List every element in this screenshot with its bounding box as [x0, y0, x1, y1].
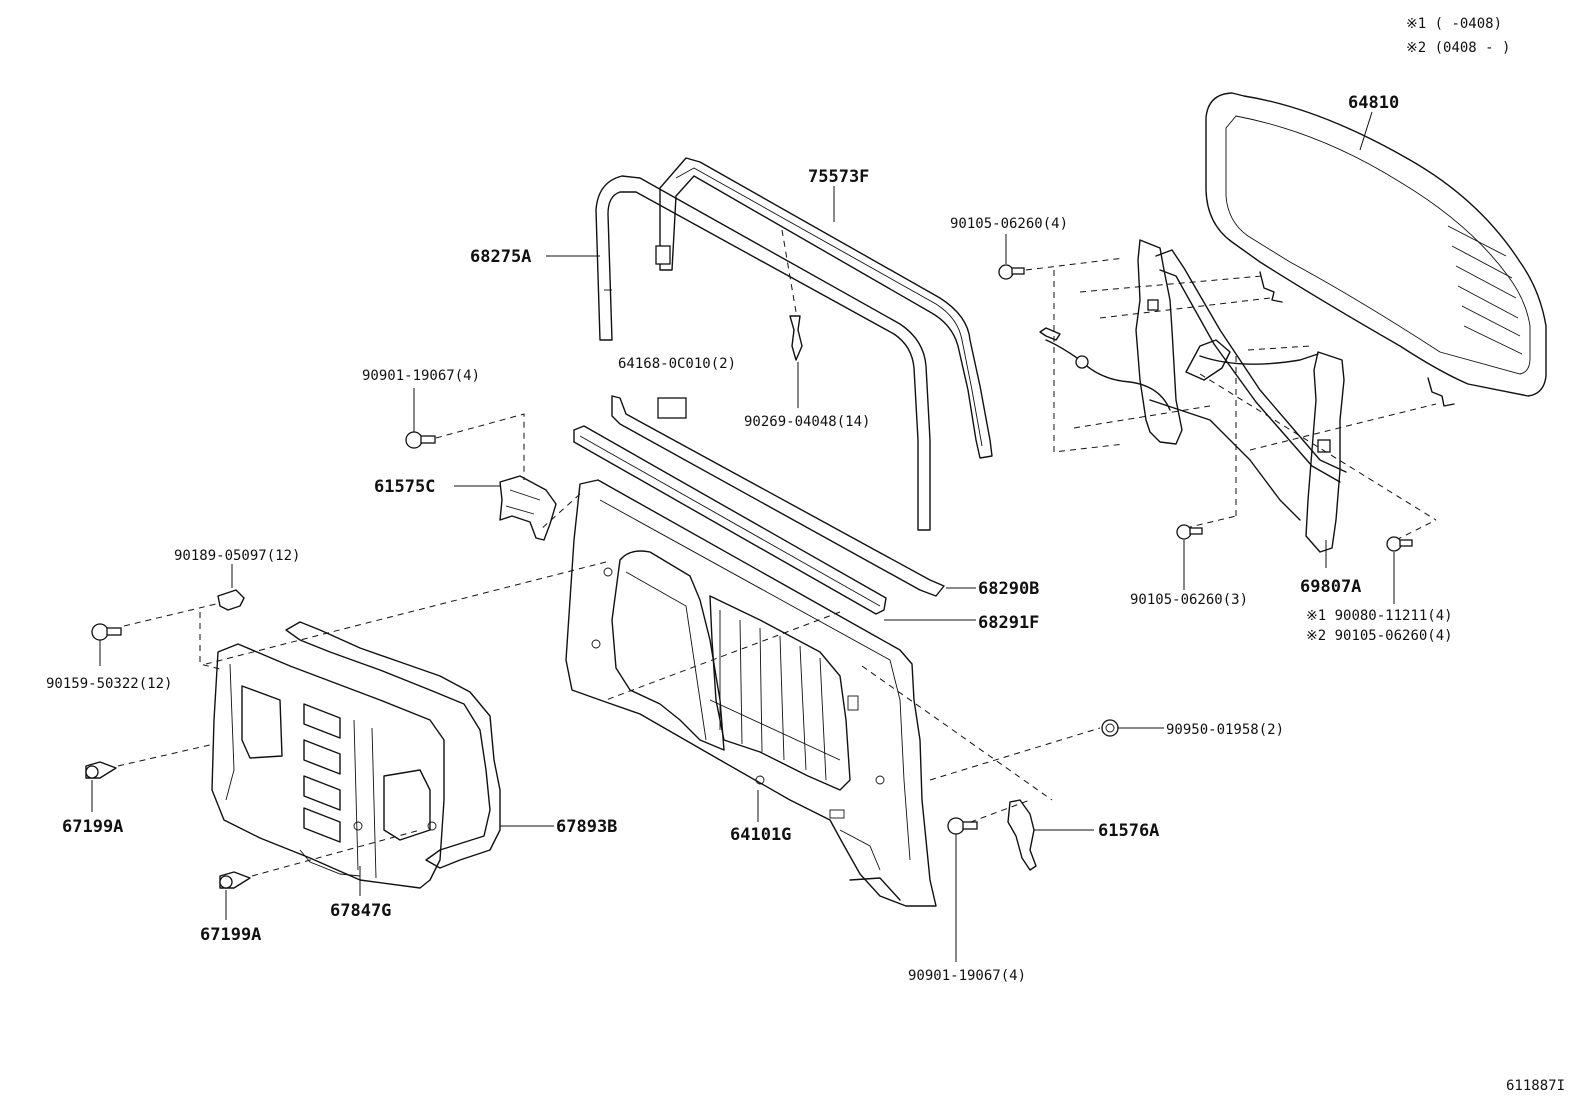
- division-bar-68275A: [595, 175, 931, 531]
- label-90269-04048: 90269-04048(14): [744, 414, 870, 430]
- trim-panel-67847G: [211, 643, 445, 889]
- diagram-id: 611887I: [1506, 1078, 1565, 1094]
- label-68290B: 68290B: [978, 579, 1039, 599]
- label-90901-19067-top: 90901-19067(4): [362, 368, 480, 384]
- bolt-90901-19067-top: [405, 431, 436, 449]
- label-90189-05097: 90189-05097(12): [174, 548, 300, 564]
- label-69807A: 69807A: [1300, 577, 1361, 597]
- label-68275A: 68275A: [470, 247, 531, 267]
- label-67199A-top: 67199A: [62, 817, 123, 837]
- door-panel-64101G: [565, 479, 937, 907]
- label-90950-01958: 90950-01958(2): [1166, 722, 1284, 738]
- bolt-90080-11211: [1386, 536, 1413, 552]
- weatherstrip-68291F: [573, 425, 887, 615]
- clip-67199A-top: [85, 761, 117, 779]
- bolt-90105-06260-upper: [998, 264, 1025, 280]
- bracket-61575C: [499, 475, 557, 541]
- label-64168: 64168-0C010(2): [618, 356, 736, 372]
- label-sticker-64168: [657, 397, 687, 419]
- label-90105-06260-4b: ※2 90105-06260(4): [1306, 628, 1453, 644]
- label-64101G: 64101G: [730, 825, 791, 845]
- service-hole-cover-67893B: [285, 621, 501, 869]
- note-1: ※1 ( -0408): [1406, 16, 1502, 32]
- back-window-glass: [1205, 92, 1547, 407]
- weatherstrip-68290B: [611, 395, 945, 597]
- bracket-61576A: [1007, 799, 1037, 871]
- screw-90159-50322: [91, 623, 122, 641]
- clip-90269-04048: [789, 315, 803, 361]
- label-68291F: 68291F: [978, 613, 1039, 633]
- label-64810: 64810: [1348, 93, 1399, 113]
- label-67893B: 67893B: [556, 817, 617, 837]
- label-90105-06260-3: 90105-06260(3): [1130, 592, 1248, 608]
- bolt-90105-06260-lower: [1176, 524, 1203, 540]
- label-90080-11211: ※1 90080-11211(4): [1306, 608, 1453, 624]
- label-90159-50322: 90159-50322(12): [46, 676, 172, 692]
- label-90105-06260-4: 90105-06260(4): [950, 216, 1068, 232]
- label-67847G: 67847G: [330, 901, 391, 921]
- label-61575C: 61575C: [374, 477, 435, 497]
- label-67199A-bottom: 67199A: [200, 925, 261, 945]
- label-61576A: 61576A: [1098, 821, 1159, 841]
- clip-67199A-bottom: [219, 871, 251, 889]
- clip-90189-05097: [217, 589, 245, 611]
- run-channel-75573F: [655, 157, 993, 459]
- grommet-90950-01958: [1101, 719, 1119, 737]
- note-2: ※2 (0408 - ): [1406, 40, 1510, 56]
- bolt-90901-19067-bottom: [947, 817, 978, 835]
- label-90901-19067-bottom: 90901-19067(4): [908, 968, 1026, 984]
- label-75573F: 75573F: [808, 167, 869, 187]
